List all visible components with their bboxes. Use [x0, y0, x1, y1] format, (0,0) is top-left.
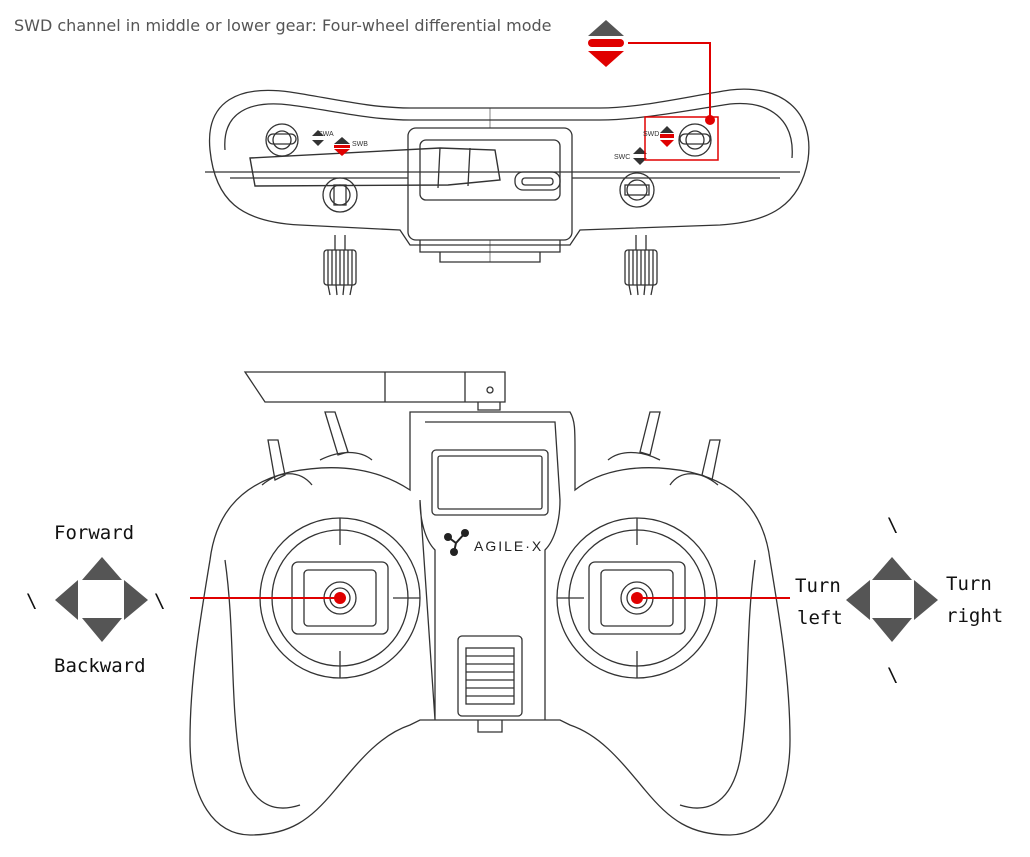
swa-switch-base	[265, 123, 299, 157]
turn-left-label-line2: left	[797, 607, 843, 629]
front-body-outline	[189, 411, 791, 836]
lcd-screen	[431, 449, 549, 516]
swd-highlight-box	[644, 116, 719, 161]
backward-label: Backward	[54, 655, 146, 677]
up-arrow-icon	[872, 557, 912, 580]
front-view	[189, 371, 791, 836]
swb-label: SWB	[352, 141, 368, 148]
usb-port	[514, 171, 561, 191]
center-vent	[457, 635, 523, 717]
swa-label: SWA	[318, 131, 334, 138]
right-trim-dial	[624, 235, 658, 296]
agilex-logo-icon	[444, 529, 469, 556]
front-toggle-1	[267, 439, 286, 481]
top-view	[205, 88, 810, 296]
brand-name: AGILE·X	[474, 538, 544, 554]
swd-gear-icon	[588, 20, 624, 67]
left-arrow-icon	[55, 580, 78, 620]
antenna	[249, 147, 501, 187]
right-knob	[619, 172, 655, 208]
swd-indicator	[660, 126, 674, 147]
right-slash-mark: \	[154, 590, 166, 612]
front-antenna	[243, 371, 506, 403]
turn-right-label-line1: Turn	[946, 573, 992, 595]
right-arrow-icon	[124, 580, 148, 620]
backward-arrow-icon	[82, 618, 122, 642]
left-knob	[322, 177, 358, 213]
swc-indicator	[633, 147, 647, 165]
top-body-outline	[208, 88, 810, 246]
top-center-block	[407, 127, 573, 241]
swa-indicator	[312, 130, 324, 146]
turn-left-label-line1: Turn	[795, 575, 841, 597]
top-slash-mark: \	[887, 514, 899, 536]
front-toggle-3	[639, 411, 661, 456]
front-toggle-4	[701, 439, 721, 481]
swd-switch-base	[678, 123, 712, 157]
swb-indicator	[334, 137, 350, 156]
turn-right-label-line2: right	[946, 605, 1004, 627]
mode-caption: SWD channel in middle or lower gear: Fou…	[14, 16, 552, 35]
left-trim-dial	[323, 235, 357, 296]
callout-dot	[705, 115, 715, 125]
turn-left-arrow-icon	[846, 580, 870, 620]
right-direction-arrows	[846, 557, 938, 642]
down-arrow-icon	[872, 618, 912, 642]
forward-label: Forward	[54, 522, 135, 544]
turn-right-arrow-icon	[914, 580, 938, 620]
left-slash-mark: \	[26, 590, 38, 612]
forward-arrow-icon	[82, 557, 122, 580]
left-direction-arrows	[55, 557, 148, 642]
swd-label: SWD	[643, 131, 660, 138]
front-toggle-2	[324, 411, 349, 456]
callout-connector	[628, 42, 711, 120]
swc-label: SWC	[614, 154, 631, 161]
bottom-slash-mark: \	[887, 664, 899, 686]
